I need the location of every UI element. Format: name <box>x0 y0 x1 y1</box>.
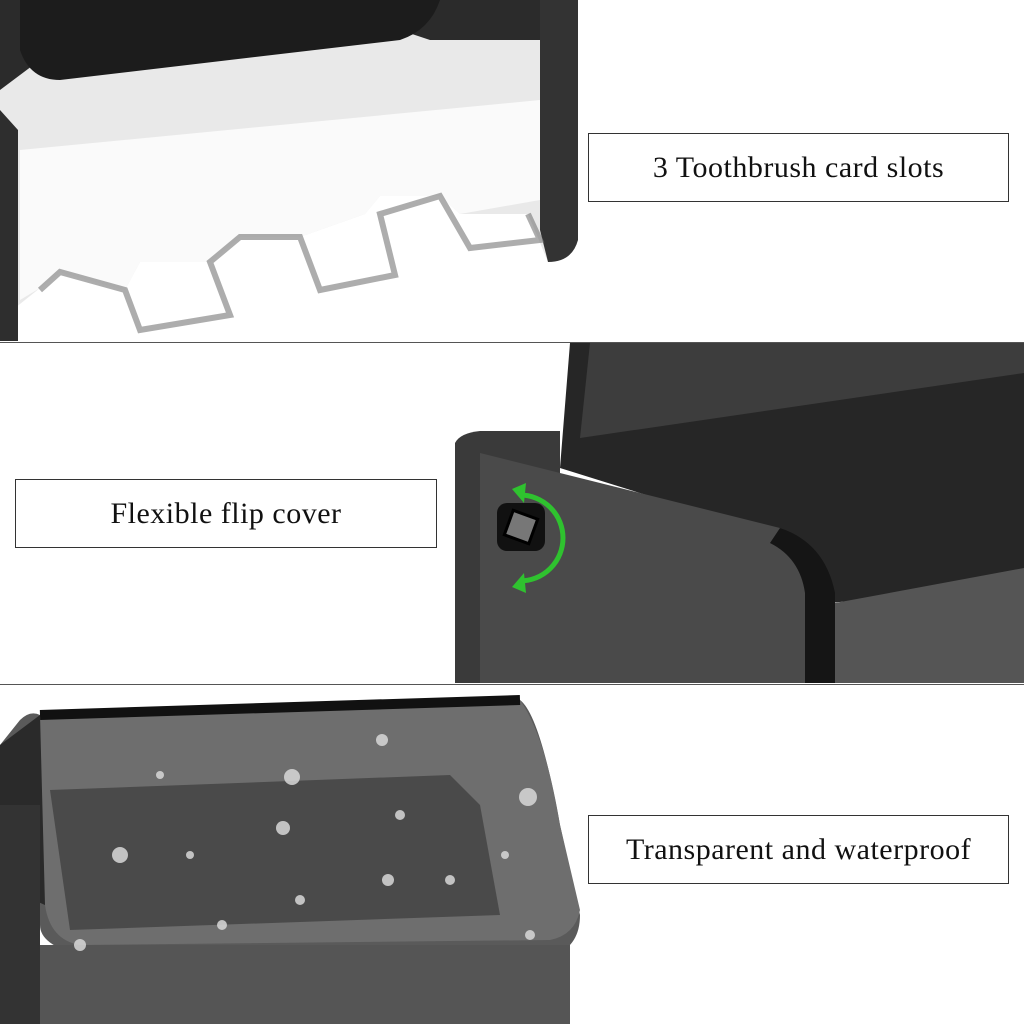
holder-slots-image <box>0 0 578 341</box>
divider <box>0 342 1024 343</box>
cover-label: Flexible flip cover <box>15 479 437 548</box>
holder-cover-image <box>455 343 1024 683</box>
slots-panel: 3 Toothbrush card slots <box>0 0 1024 341</box>
divider <box>0 684 1024 685</box>
waterproof-panel: Transparent and waterproof <box>0 685 1024 1024</box>
flip-cover-panel: Flexible flip cover <box>0 343 1024 683</box>
holder-waterproof-image <box>0 695 580 1024</box>
rotation-arrow-icon <box>519 492 566 584</box>
slots-label: 3 Toothbrush card slots <box>588 133 1009 202</box>
waterproof-label: Transparent and waterproof <box>588 815 1009 884</box>
